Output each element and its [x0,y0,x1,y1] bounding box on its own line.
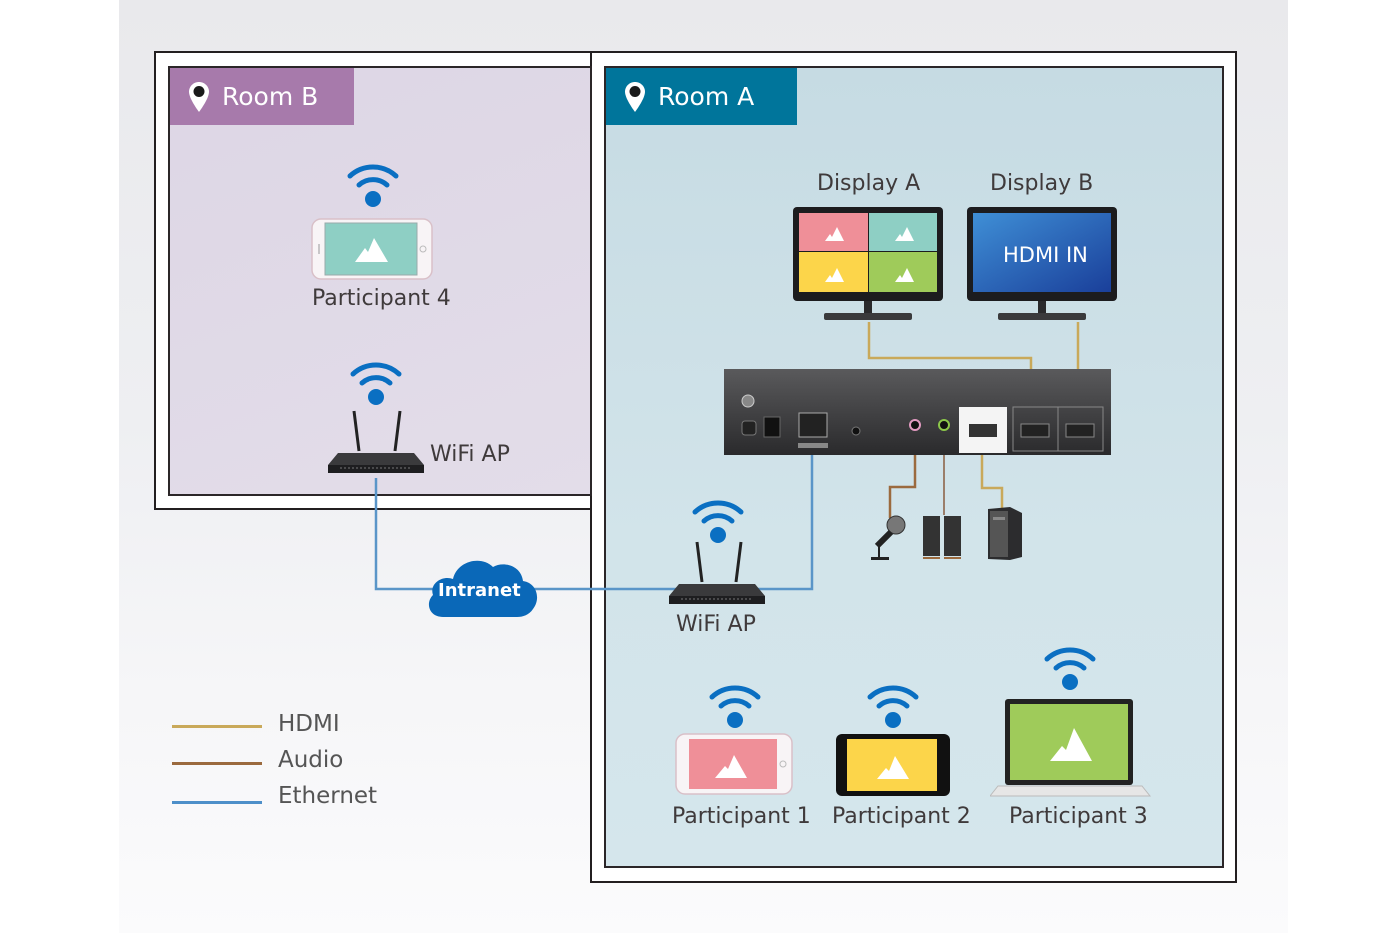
participant-2-label: Participant 2 [832,804,971,829]
room-b-title: Room B [222,82,319,111]
participant-3-laptop [990,699,1152,797]
participant-2-phone [836,734,950,796]
room-b-wifi-ap-label: WiFi AP [430,442,510,467]
display-b-monitor [967,207,1117,320]
participant-3-label: Participant 3 [1009,804,1148,829]
router-icon [669,541,765,604]
wifi-icon [350,362,402,405]
frame-merge [592,53,604,508]
display-b-label: Display B [990,171,1094,196]
speakers-icon [923,516,961,559]
wifi-icon [867,685,919,728]
room-a-tag: Room A [606,68,797,125]
presentation-switch-hub [724,369,1111,455]
legend-audio-line [172,762,262,765]
room-a-title: Room A [658,82,755,111]
participant-1-label: Participant 1 [672,804,811,829]
desktop-pc-icon [988,507,1022,560]
wifi-icon [347,164,399,207]
room-b-tag: Room B [170,68,354,125]
wifi-icon [692,500,744,543]
legend-ethernet-label: Ethernet [278,783,378,809]
intranet-cloud-icon [428,560,538,617]
legend-hdmi-line [172,725,262,728]
legend-hdmi-label: HDMI [278,711,340,737]
participant-4-phone [311,218,433,280]
legend-audio-label: Audio [278,747,344,773]
legend-ethernet-line [172,801,262,804]
location-pin-icon [189,81,209,112]
display-a-monitor [793,207,943,320]
participant-1-phone [675,733,793,795]
display-b-screen-text: HDMI IN [1003,243,1088,267]
location-pin-icon [625,81,645,112]
microphone-icon [871,515,906,560]
wifi-icon [1044,647,1096,690]
router-icon [328,410,424,473]
room-a-wifi-ap-label: WiFi AP [676,612,756,637]
wifi-icon [709,685,761,728]
participant-4-label: Participant 4 [312,286,451,311]
display-a-label: Display A [817,171,921,196]
room-b: Room B [168,66,592,496]
intranet-label: Intranet [438,580,521,601]
